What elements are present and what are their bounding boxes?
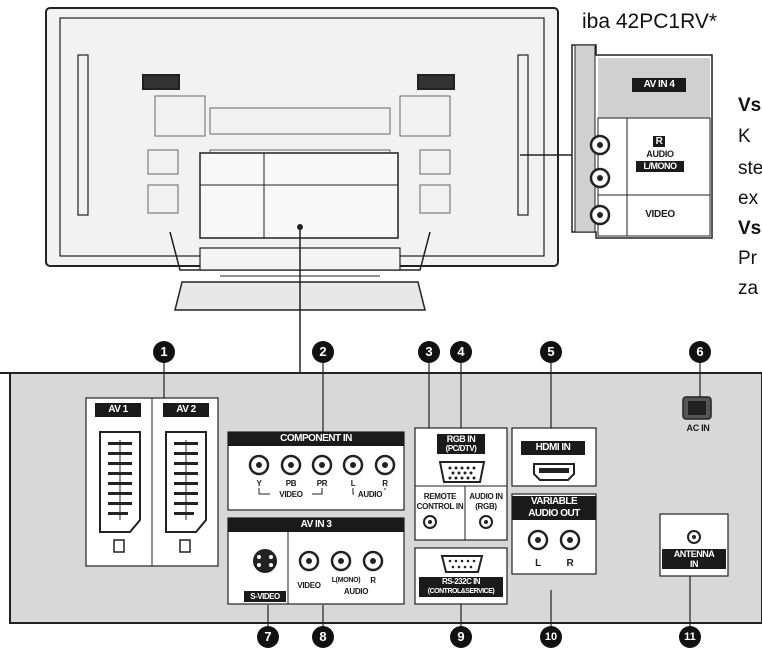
var-r: R (566, 558, 574, 569)
av-in4-lmono: L/MONO (636, 161, 684, 172)
av-in3-label: AV IN 3 (228, 518, 404, 532)
callout-4: 4 (450, 341, 472, 363)
side-text-6: Pr (738, 248, 757, 269)
callout-10: 10 (540, 626, 562, 648)
av3-video-label: VIDEO (297, 581, 321, 590)
av2-label: AV 2 (163, 403, 209, 417)
scart-av2 (165, 431, 207, 553)
var-l: L (535, 558, 541, 569)
rgb-in-sub: (PC/DTV) (437, 444, 485, 454)
callout-11: 11 (679, 626, 701, 648)
callout-7: 7 (257, 626, 279, 648)
callout-5: 5 (540, 341, 562, 363)
audio-in-label: AUDIO IN (469, 492, 503, 501)
comp-y: Y (256, 479, 262, 488)
comp-pr: PR (316, 479, 328, 488)
tv-back-view (45, 7, 559, 311)
av3-audio: AUDIO (343, 587, 369, 596)
comp-audio: AUDIO (354, 490, 386, 499)
av3-r: R (370, 576, 376, 585)
antenna-label: ANTENNA (662, 549, 726, 559)
audio-in-rgb: (RGB) (475, 502, 497, 511)
av1-label: AV 1 (95, 403, 141, 417)
svideo-label: S-VIDEO (244, 591, 286, 602)
component-in-label: COMPONENT IN (228, 432, 404, 446)
side-text-1: Vs (738, 95, 762, 116)
ac-in-label: AC IN (686, 423, 710, 433)
av-in4-audio: AUDIO (646, 149, 674, 159)
comp-pb: PB (285, 479, 297, 488)
comp-r: R (382, 479, 388, 488)
rs232-sub: (CONTROL&SERVICE) (419, 587, 503, 597)
remote-label: REMOTE (423, 492, 457, 501)
callout-3: 3 (418, 341, 440, 363)
callout-8: 8 (312, 626, 334, 648)
side-text-7: za (738, 278, 759, 299)
side-text-4: ex (738, 188, 759, 209)
variable-label: VARIABLE (512, 496, 596, 508)
comp-video: VIDEO (270, 490, 312, 499)
control-in-label: CONTROL IN (416, 502, 464, 511)
model-note: iba 42PC1RV* (582, 10, 718, 33)
callout-6: 6 (689, 341, 711, 363)
side-text-2: K (738, 126, 751, 147)
rs232-label: RS-232C IN (419, 577, 503, 587)
callout-2: 2 (312, 341, 334, 363)
antenna-in-label: IN (662, 559, 726, 569)
scart-av1 (99, 431, 141, 553)
side-text-5: Vs (738, 218, 762, 239)
rgb-in-label: RGB IN (437, 434, 485, 445)
side-text-3: ste (738, 158, 762, 179)
audio-out-label: AUDIO OUT (512, 508, 596, 520)
hdmi-in-label: HDMI IN (521, 441, 585, 455)
av-in4-r: R (653, 136, 665, 147)
av-in4-label: AV IN 4 (632, 78, 686, 92)
callout-9: 9 (450, 626, 472, 648)
callout-1: 1 (153, 341, 175, 363)
av3-lmono: L(MONO) (331, 577, 361, 584)
comp-l: L (350, 479, 356, 488)
av-in4-video: VIDEO (645, 209, 675, 220)
